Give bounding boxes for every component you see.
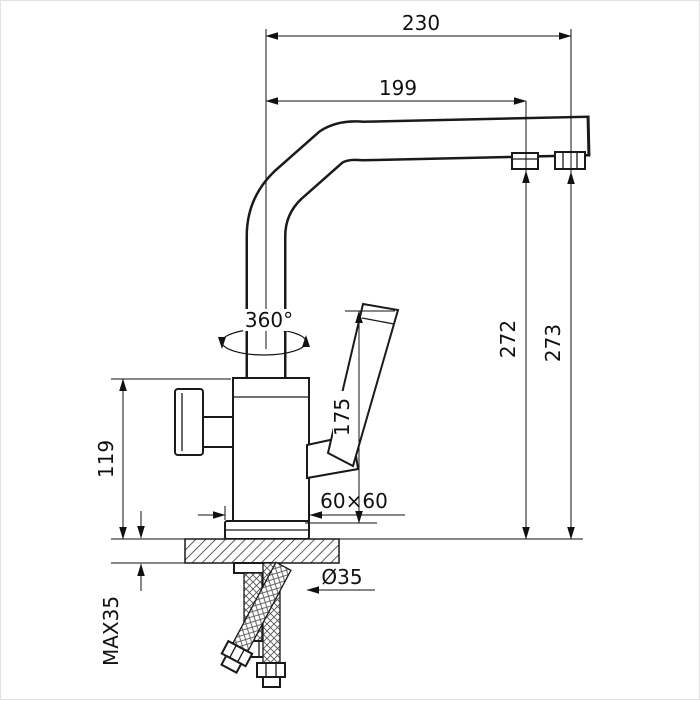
dimension-lines	[111, 29, 583, 594]
dim-label-hole-diameter: Ø35	[321, 565, 362, 589]
spout-tube	[245, 115, 591, 386]
spout-fill	[248, 118, 588, 386]
dim-label-272: 272	[496, 320, 520, 358]
dim-label-119: 119	[94, 440, 118, 478]
faucet-body	[232, 377, 310, 522]
flex-hose-angled	[220, 561, 292, 674]
base-plate	[224, 520, 310, 540]
rotation-arrow-left	[218, 337, 226, 349]
spout-end-outlet	[554, 151, 586, 170]
countertop-section	[184, 538, 340, 564]
rotation-arrow-right	[302, 335, 310, 347]
dim-label-230: 230	[402, 11, 440, 35]
left-handle	[174, 388, 238, 456]
left-handle-knob	[174, 388, 204, 456]
dim-label-175: 175	[330, 398, 354, 436]
mounting-hardware	[220, 561, 292, 688]
dim-label-273: 273	[541, 324, 565, 362]
dim-label-199: 199	[379, 76, 417, 100]
left-handle-stem	[202, 416, 238, 448]
dimension-labels: 230 199 360° 272 273 175 119 MAX35 60×60…	[94, 11, 565, 667]
rotation-label: 360°	[245, 308, 293, 332]
dim-label-max35: MAX35	[99, 596, 123, 666]
spout-aerator	[511, 152, 539, 170]
faucet-figure	[174, 115, 591, 688]
dim-label-base-size: 60×60	[320, 489, 388, 513]
